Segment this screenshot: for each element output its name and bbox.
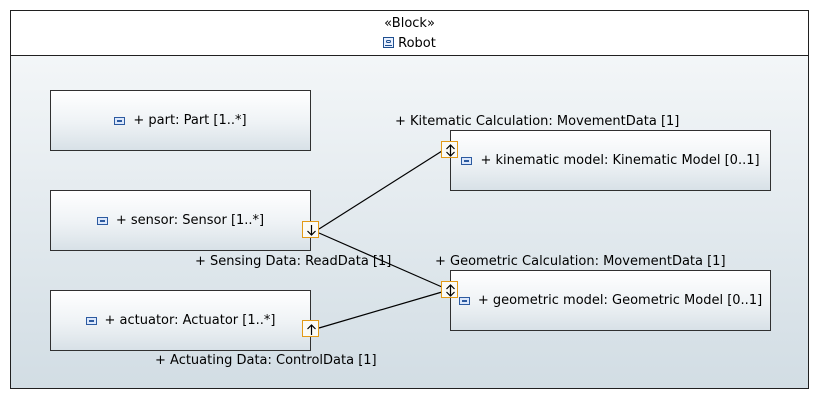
block-stereotype: «Block»: [384, 16, 435, 31]
part-icon: [461, 156, 473, 165]
part-icon: [114, 116, 126, 125]
port-kinematic-calculation[interactable]: [441, 141, 458, 158]
part-kinematic-model[interactable]: + kinematic model: Kinematic Model [0..1…: [450, 130, 771, 191]
arrow-up-icon: [307, 324, 316, 335]
arrow-updown-icon: [446, 284, 455, 297]
connector-sensor-kinematic[interactable]: [318, 150, 443, 230]
part-icon: [458, 296, 470, 305]
port-geometric-calculation[interactable]: [441, 281, 458, 298]
connector-actuator-geometric[interactable]: [318, 291, 443, 329]
port-label-actuating-data: + Actuating Data: ControlData [1]: [155, 353, 377, 368]
block-title: Robot: [11, 36, 808, 52]
part-part-label: + part: Part [1..*]: [133, 113, 247, 128]
block-name: Robot: [398, 36, 436, 51]
arrow-updown-icon: [446, 144, 455, 157]
part-geometric-model[interactable]: + geometric model: Geometric Model [0..1…: [450, 270, 771, 331]
part-part[interactable]: + part: Part [1..*]: [50, 90, 311, 151]
part-geometric-label: + geometric model: Geometric Model [0..1…: [477, 293, 763, 308]
port-actuating-data[interactable]: [302, 320, 319, 337]
part-sensor[interactable]: + sensor: Sensor [1..*]: [50, 190, 311, 251]
port-label-sensing-data: + Sensing Data: ReadData [1]: [195, 254, 392, 269]
part-actuator[interactable]: + actuator: Actuator [1..*]: [50, 290, 311, 351]
part-icon: [96, 216, 108, 225]
part-icon: [85, 316, 97, 325]
port-label-geometric-calculation: + Geometric Calculation: MovementData [1…: [435, 254, 726, 269]
part-actuator-label: + actuator: Actuator [1..*]: [104, 313, 276, 328]
block-header: «Block» Robot: [11, 11, 808, 56]
arrow-down-icon: [307, 225, 316, 236]
port-label-kinematic-calculation: + Kitematic Calculation: MovementData [1…: [395, 114, 680, 129]
part-kinematic-label: + kinematic model: Kinematic Model [0..1…: [480, 153, 760, 168]
block-icon: [383, 37, 395, 48]
part-sensor-label: + sensor: Sensor [1..*]: [115, 213, 265, 228]
connector-sensor-geometric[interactable]: [318, 232, 443, 288]
port-sensing-data[interactable]: [302, 221, 319, 238]
